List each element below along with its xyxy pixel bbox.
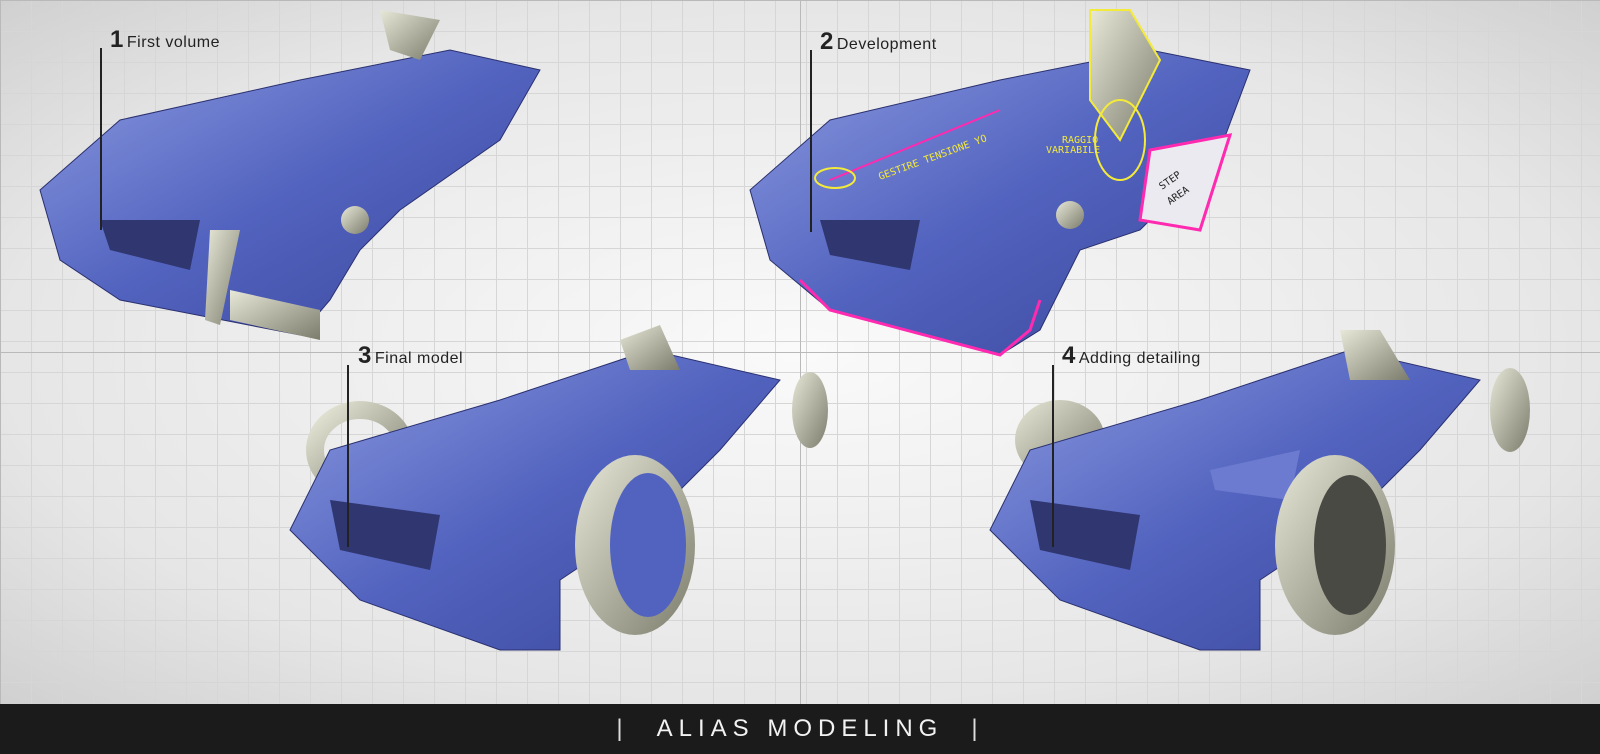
footer-divider-left: | <box>616 715 629 742</box>
leader-line-1 <box>100 48 102 230</box>
stage-title: Final model <box>374 350 464 367</box>
car-first-volume <box>39 10 541 340</box>
stage-title: Development <box>836 36 937 53</box>
footer-divider-right: | <box>971 715 984 742</box>
leader-line-4 <box>1052 365 1054 547</box>
footer-title: ALIAS MODELING <box>656 715 944 742</box>
footer-banner: | ALIAS MODELING | <box>0 704 1600 754</box>
stage-number: 1 <box>110 26 124 53</box>
leader-line-2 <box>810 50 812 232</box>
car-final-model <box>289 325 828 651</box>
stage-title: Adding detailing <box>1078 350 1201 367</box>
annotation-radius-2: VARIABILE <box>1046 145 1100 156</box>
stage-number: 3 <box>358 342 372 369</box>
leader-line-3 <box>347 365 349 547</box>
stage-number: 4 <box>1062 342 1076 369</box>
car-renders: GESTIRE TENSIONE YO RAGGIO VARIABILE STE… <box>39 9 1530 651</box>
car-development: GESTIRE TENSIONE YO RAGGIO VARIABILE STE… <box>749 9 1251 357</box>
car-adding-detailing <box>989 330 1530 651</box>
stage-number: 2 <box>820 28 834 55</box>
stage-title: First volume <box>126 34 220 51</box>
annotation-radius-1: RAGGIO <box>1062 135 1098 146</box>
